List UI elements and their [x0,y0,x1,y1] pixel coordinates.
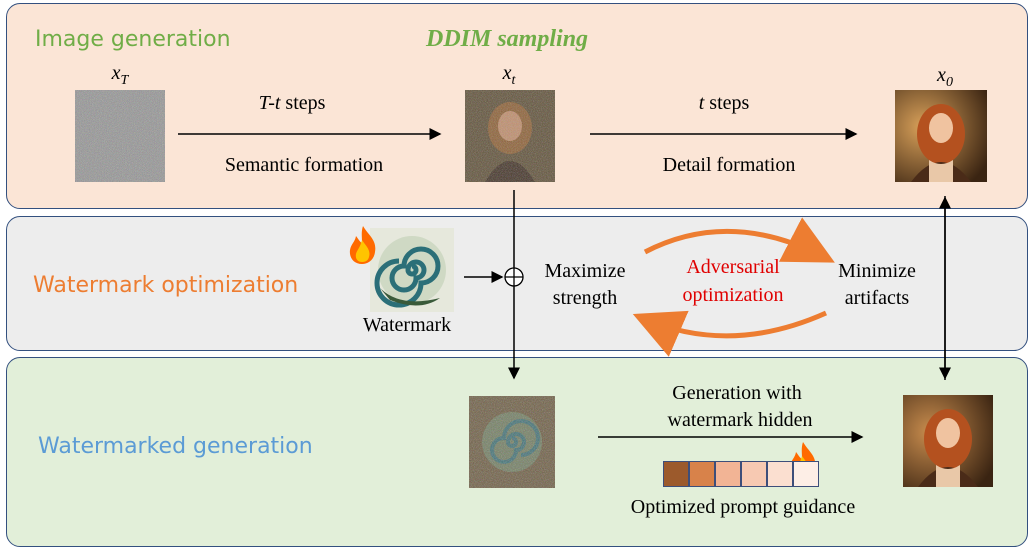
prompt-guidance-label: Optimized prompt guidance [630,496,856,518]
optimization-label: optimization [682,284,784,306]
watermark-image [370,228,454,312]
strength-label: strength [552,287,618,309]
top-cycle-arrow [643,217,835,263]
prompt-token-cell [689,461,715,487]
tt-steps-label: T-t steps [258,92,326,114]
generated-image-x0 [895,90,987,182]
watermark-optimization-title: Watermark optimization [33,273,299,298]
prompt-token-cell [793,461,819,487]
x0-label: x0 [937,64,953,90]
ddim-sampling-title: DDIM sampling [426,26,589,52]
prompt-token-cell [741,461,767,487]
watermark-label: Watermark [362,314,452,336]
prompt-token-cell [663,461,689,487]
adversarial-label: Adversarial [686,256,780,278]
bottom-cycle-arrow [632,310,828,357]
watermark-hidden-label: watermark hidden [667,409,813,431]
spiral-watermark-icon [370,228,454,312]
xor-circle-icon [504,267,524,287]
generation-with-label: Generation with [672,382,802,404]
watermarked-output-image [903,395,993,487]
xT-label: xT [111,62,129,88]
minimize-label: Minimize [838,260,916,282]
artifacts-label: artifacts [844,287,910,309]
image-generation-title: Image generation [35,27,231,52]
noise-image-xT [75,90,165,182]
partially-denoised-image-xt [465,90,555,182]
fire-icon [349,226,376,264]
watermarked-generation-title: Watermarked generation [38,434,313,459]
detail-formation-label: Detail formation [662,154,796,176]
prompt-token-cell [715,461,741,487]
semantic-formation-label: Semantic formation [224,154,384,176]
prompt-token-cell [767,461,793,487]
xt-label: xt [502,62,516,88]
maximize-label: Maximize [544,260,626,282]
t-steps-label: t steps [698,92,750,114]
watermarked-noisy-latent-image [469,396,555,488]
